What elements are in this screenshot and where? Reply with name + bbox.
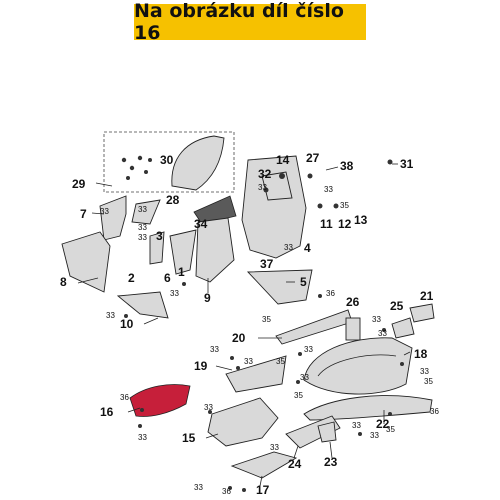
part-21-cover[interactable]: [409, 303, 435, 323]
label-29[interactable]: 29: [72, 177, 86, 191]
label-31[interactable]: 31: [400, 157, 414, 171]
label-19[interactable]: 19: [194, 359, 208, 373]
part-10-lower-panel[interactable]: [116, 291, 169, 319]
label-33[interactable]: 33: [194, 483, 203, 492]
label-10[interactable]: 10: [120, 317, 134, 331]
label-36[interactable]: 36: [120, 393, 129, 402]
part-19-side-cover[interactable]: [225, 355, 287, 393]
windshield-hardware: [121, 155, 152, 180]
label-28[interactable]: 28: [166, 193, 180, 207]
label-3[interactable]: 3: [156, 229, 163, 243]
label-36[interactable]: 36: [326, 289, 335, 298]
label-33[interactable]: 33: [138, 223, 147, 232]
label-33[interactable]: 33: [106, 311, 115, 320]
part-1-panel[interactable]: [169, 229, 197, 275]
label-14[interactable]: 14: [276, 153, 290, 167]
label-1[interactable]: 1: [178, 265, 185, 279]
part-4-inner-cover[interactable]: [241, 155, 307, 259]
screw-set: [124, 159, 404, 492]
windshield-kit-box: [103, 131, 235, 193]
label-12[interactable]: 12: [338, 217, 352, 231]
part-7-mirror-cover[interactable]: [99, 195, 127, 241]
label-17[interactable]: 17: [256, 483, 270, 497]
label-35[interactable]: 35: [294, 391, 303, 400]
label-25[interactable]: 25: [390, 299, 404, 313]
title-text: Na obrázku díl číslo 16: [134, 0, 344, 44]
label-36[interactable]: 36: [222, 487, 231, 496]
part-18-storage-tub[interactable]: [303, 337, 413, 395]
label-33[interactable]: 33: [370, 431, 379, 440]
label-4[interactable]: 4: [304, 241, 311, 255]
label-38[interactable]: 38: [340, 159, 354, 173]
label-21[interactable]: 21: [420, 289, 434, 303]
label-35[interactable]: 35: [340, 201, 349, 210]
label-22[interactable]: 22: [376, 417, 390, 431]
label-27[interactable]: 27: [306, 151, 320, 165]
part-28-headlight[interactable]: [193, 195, 237, 225]
label-13[interactable]: 13: [354, 213, 368, 227]
label-33[interactable]: 33: [100, 207, 109, 216]
label-8[interactable]: 8: [60, 275, 67, 289]
label-6[interactable]: 6: [164, 271, 171, 285]
label-7[interactable]: 7: [80, 207, 87, 221]
label-35[interactable]: 35: [424, 377, 433, 386]
part-17-lower-skirt[interactable]: [230, 451, 298, 479]
label-33[interactable]: 33: [420, 367, 429, 376]
part-8-left-panel[interactable]: [61, 231, 111, 293]
part-26-bracket[interactable]: [345, 317, 361, 341]
label-33[interactable]: 33: [244, 357, 253, 366]
label-33[interactable]: 33: [352, 421, 361, 430]
label-35[interactable]: 35: [262, 315, 271, 324]
label-33[interactable]: 33: [270, 443, 279, 452]
label-35[interactable]: 35: [386, 425, 395, 434]
part-9-side-panel[interactable]: [195, 217, 235, 283]
label-33[interactable]: 33: [138, 433, 147, 442]
label-36[interactable]: 36: [430, 407, 439, 416]
label-34[interactable]: 34: [194, 217, 208, 231]
label-35[interactable]: 35: [276, 357, 285, 366]
title-banner: Na obrázku díl číslo 16: [134, 0, 366, 44]
label-33[interactable]: 33: [170, 289, 179, 298]
part-number-labels: 29 30 28 14 27 38 31 32 7 3 34 13 12 11 …: [60, 151, 439, 497]
label-18[interactable]: 18: [414, 347, 428, 361]
label-26[interactable]: 26: [346, 295, 360, 309]
label-16[interactable]: 16: [100, 405, 114, 419]
part-23-clip[interactable]: [317, 421, 337, 443]
label-33[interactable]: 33: [138, 233, 147, 242]
label-33[interactable]: 33: [284, 243, 293, 252]
part-3-front-trim[interactable]: [131, 199, 161, 225]
label-24[interactable]: 24: [288, 457, 302, 471]
part-6-panel[interactable]: [149, 231, 165, 265]
label-33[interactable]: 33: [372, 315, 381, 324]
tub-edge: [317, 354, 397, 377]
label-33[interactable]: 33: [258, 183, 267, 192]
label-15[interactable]: 15: [182, 431, 196, 445]
part-16-highlighted-panel[interactable]: [129, 384, 191, 417]
label-33[interactable]: 33: [304, 345, 313, 354]
label-11[interactable]: 11: [320, 217, 333, 231]
label-33[interactable]: 33: [138, 205, 147, 214]
label-5[interactable]: 5: [300, 275, 307, 289]
part-25-clip[interactable]: [391, 317, 415, 339]
label-9[interactable]: 9: [204, 291, 211, 305]
leader-lines: [77, 163, 411, 487]
label-2[interactable]: 2: [128, 271, 135, 285]
label-33[interactable]: 33: [210, 345, 219, 354]
label-30[interactable]: 30: [160, 153, 174, 167]
label-37[interactable]: 37: [260, 257, 274, 271]
label-20[interactable]: 20: [232, 331, 246, 345]
part-15-floorboard[interactable]: [207, 397, 279, 447]
part-5-tunnel[interactable]: [246, 269, 313, 305]
part-22-rear-cover[interactable]: [303, 395, 433, 421]
label-33[interactable]: 33: [378, 329, 387, 338]
part-20-center-strip[interactable]: [275, 309, 353, 345]
label-33[interactable]: 33: [204, 403, 213, 412]
label-33[interactable]: 33: [300, 373, 309, 382]
label-33[interactable]: 33: [324, 185, 333, 194]
windshield[interactable]: [171, 135, 225, 191]
label-32[interactable]: 32: [258, 167, 272, 181]
label-23[interactable]: 23: [324, 455, 338, 469]
